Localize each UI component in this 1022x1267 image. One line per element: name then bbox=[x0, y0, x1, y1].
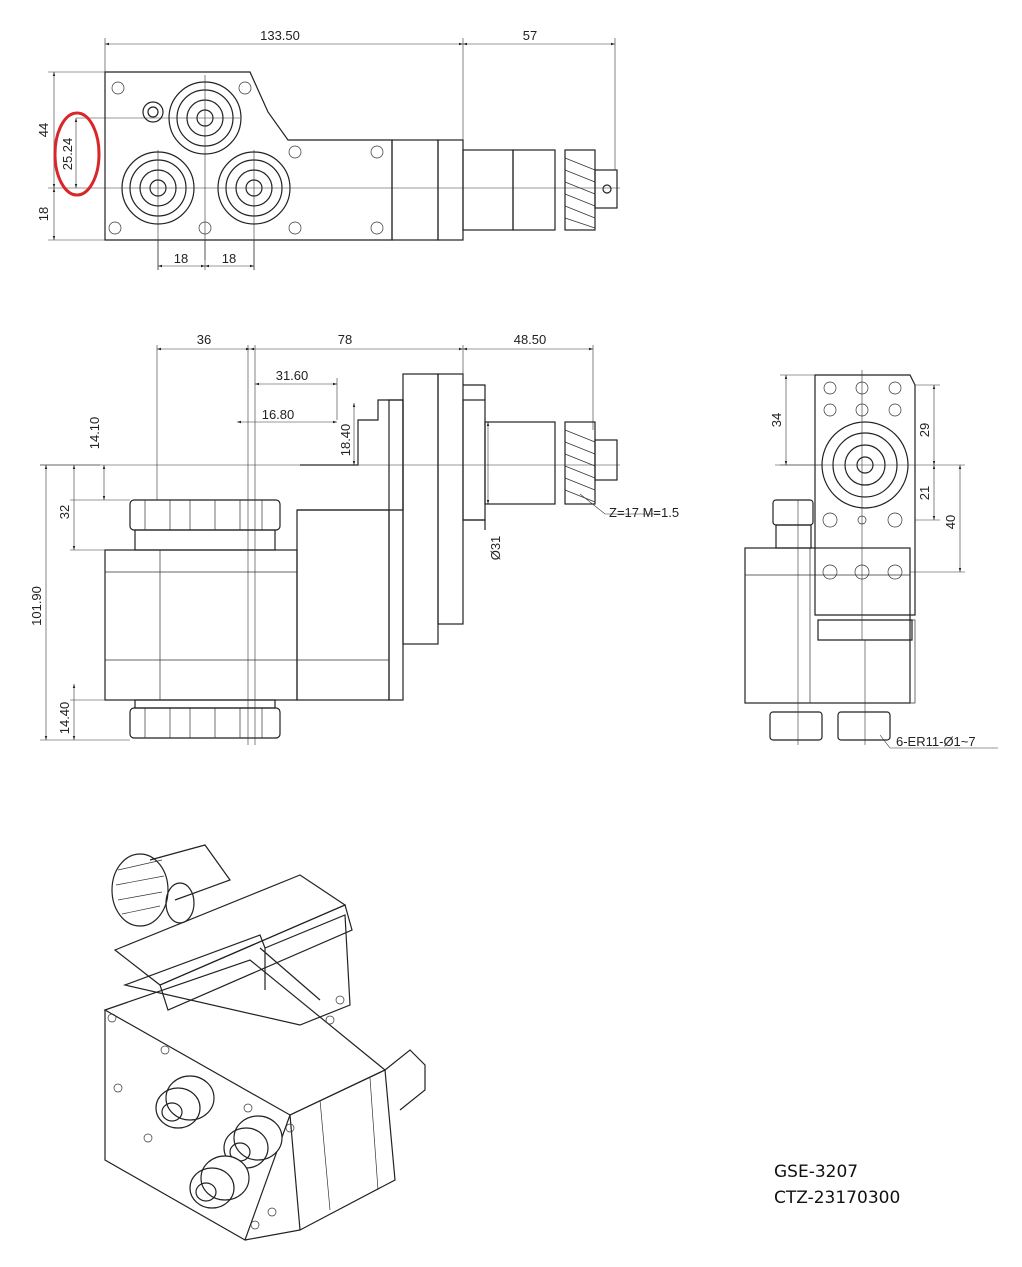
collets-side-upper bbox=[772, 499, 814, 549]
dim-18-40: 18.40 bbox=[338, 424, 353, 457]
dim-29: 29 bbox=[917, 423, 932, 437]
part-number: GSE-3207 bbox=[774, 1162, 859, 1182]
isometric-view bbox=[103, 844, 426, 1241]
dim-14-40: 14.40 bbox=[57, 702, 72, 735]
dim-31-60: 31.60 bbox=[276, 368, 309, 383]
collet-note: 6-ER11-Ø1~7 bbox=[896, 734, 976, 749]
top-view: 133.50 57 44 25.24 18 18 18 bbox=[36, 28, 620, 270]
dim-21: 21 bbox=[917, 486, 932, 500]
gear-isometric bbox=[111, 844, 231, 927]
dim-pitch-right: 18 bbox=[222, 251, 236, 266]
dim-bottom: 18 bbox=[36, 207, 51, 221]
dim-48-50: 48.50 bbox=[514, 332, 547, 347]
dim-101-90: 101.90 bbox=[29, 586, 44, 626]
dim-pitch-left: 18 bbox=[174, 251, 188, 266]
ref-number: CTZ-23170300 bbox=[774, 1188, 901, 1208]
collets-lower bbox=[129, 699, 281, 739]
gear-top bbox=[564, 149, 596, 231]
dim-40: 40 bbox=[943, 515, 958, 529]
dim-32: 32 bbox=[57, 505, 72, 519]
dim-height: 44 bbox=[36, 123, 51, 137]
dim-78: 78 bbox=[338, 332, 352, 347]
collets-upper bbox=[129, 499, 281, 551]
dim-14-10: 14.10 bbox=[87, 417, 102, 450]
dim-length: 133.50 bbox=[260, 28, 300, 43]
highlight-circle bbox=[53, 111, 101, 197]
collets-isometric bbox=[155, 1075, 283, 1209]
side-view: 34 29 21 40 6-ER11-Ø1~7 bbox=[744, 370, 998, 749]
dim-dia31: Ø31 bbox=[488, 536, 503, 561]
gear-note: Z=17 M=1.5 bbox=[609, 505, 679, 520]
dim-34: 34 bbox=[769, 413, 784, 427]
gear-front bbox=[564, 421, 596, 505]
dim-shaft: 57 bbox=[523, 28, 537, 43]
dim-16-80: 16.80 bbox=[262, 407, 295, 422]
dim-offset: 25.24 bbox=[60, 138, 75, 171]
collets-side-lower bbox=[769, 711, 891, 741]
front-view: 36 78 48.50 31.60 16.80 18.40 14.10 32 1… bbox=[29, 332, 679, 745]
dim-36: 36 bbox=[197, 332, 211, 347]
